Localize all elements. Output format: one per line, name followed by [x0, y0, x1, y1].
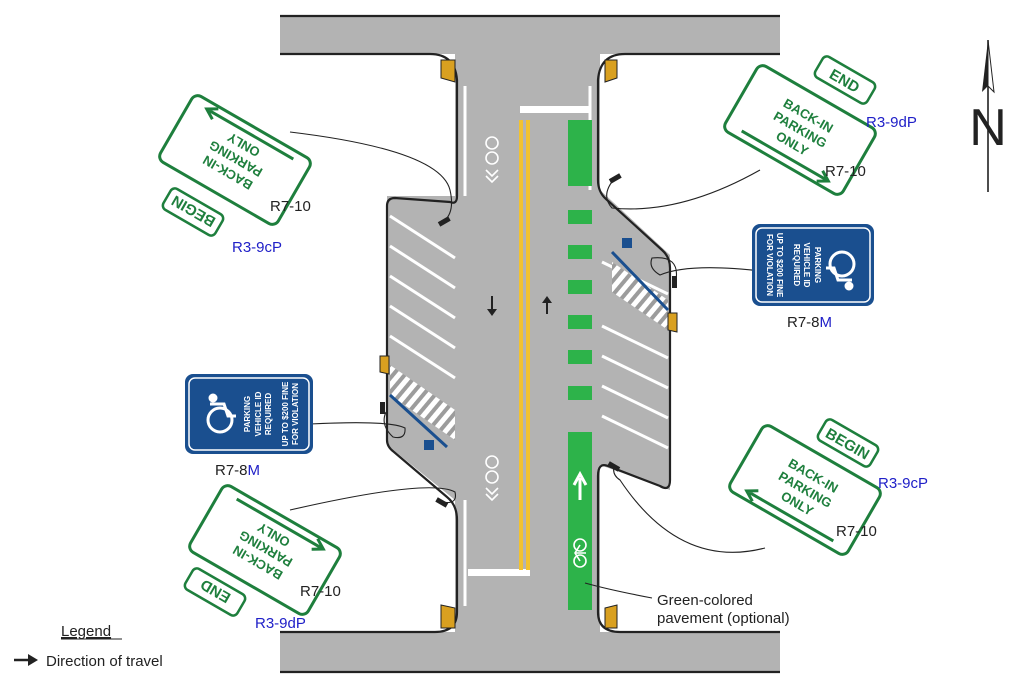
wheelchair-icon	[206, 393, 236, 434]
callout-green-pavement-line-1: Green-colored	[657, 592, 753, 609]
cross-street-north	[280, 16, 780, 54]
accessible-text-fine: UP TO $200 FINE	[281, 381, 290, 446]
curb-lines	[280, 14, 780, 674]
green-bike-lane	[568, 120, 592, 610]
label-r7-8m-left: R7-8M	[215, 462, 260, 479]
label-r7-8m-right: R7-8M	[787, 314, 832, 331]
accessible-text-parking: PARKING	[813, 247, 822, 283]
plaque-r3-9dp-bottom-left: END	[183, 567, 247, 617]
sign-r7-10-bottom-right: BACK-IN PARKING ONLY	[728, 424, 882, 556]
accessible-text-violation: FOR VIOLATION	[291, 383, 300, 445]
label-r7-10-top-right: R7-10	[825, 163, 866, 180]
stop-bar-north	[520, 106, 590, 113]
leader-lines	[289, 131, 771, 599]
sign-r7-8m-right: PARKING VEHICLE ID REQUIRED UP TO $200 F…	[752, 224, 874, 306]
curb-delineators	[379, 59, 678, 629]
label-r7-10-top-left: R7-10	[270, 198, 311, 215]
callout-green-pavement-line-2: pavement (optional)	[657, 610, 790, 627]
accessible-text-vehicle-id: VEHICLE ID	[254, 391, 263, 436]
sharrow-north	[485, 136, 499, 184]
sign-r7-8m-left: PARKING VEHICLE ID REQUIRED UP TO $200 F…	[185, 374, 313, 454]
legend-direction-label: Direction of travel	[46, 653, 163, 670]
accessible-text-vehicle-id: VEHICLE ID	[802, 243, 811, 288]
label-r3-9cp-top-left: R3-9cP	[232, 239, 282, 256]
bike-lane-arrow	[572, 470, 588, 500]
accessible-text-parking: PARKING	[243, 396, 252, 432]
cross-street-south	[280, 632, 780, 672]
accessible-text-required: REQUIRED	[264, 393, 273, 435]
sign-r7-10-top-left: BACK-IN PARKING ONLY	[158, 94, 312, 226]
left-accessible-aisle-hatch	[390, 365, 455, 440]
right-accessible-stall-line	[610, 250, 670, 312]
accessible-text-required: REQUIRED	[792, 244, 801, 286]
sign-r7-10-bottom-left: BACK-IN PARKING ONLY	[188, 484, 342, 616]
wheelchair-icon	[826, 250, 856, 291]
label-r7-10-bottom-left: R7-10	[300, 583, 341, 600]
left-accessible-pavement-symbol	[424, 440, 434, 450]
bike-lane-bicycle-symbol	[573, 538, 587, 568]
label-r3-9dp-bottom-left: R3-9dP	[255, 615, 306, 632]
right-accessible-pavement-symbol	[622, 238, 632, 248]
stop-bar-south	[468, 569, 530, 576]
north-label: N	[969, 99, 1007, 157]
lane-arrow-southbound	[487, 296, 497, 316]
lane-arrow-northbound	[542, 296, 552, 314]
label-r3-9cp-bottom-right: R3-9cP	[878, 475, 928, 492]
label-r7-10-bottom-right: R7-10	[836, 523, 877, 540]
legend-arrow-icon	[14, 654, 38, 666]
sharrow-south	[485, 455, 499, 502]
right-accessible-aisle-hatch	[612, 262, 668, 330]
legend-title: Legend	[61, 623, 111, 640]
legend: Legend Direction of travel	[14, 623, 163, 670]
double-yellow-centerline	[519, 120, 530, 570]
accessible-text-violation: FOR VIOLATION	[765, 234, 774, 296]
left-accessible-stall-line	[388, 393, 449, 449]
label-r3-9dp-top-right: R3-9dP	[866, 114, 917, 131]
north-arrow-icon: N	[969, 39, 1007, 192]
accessible-text-fine: UP TO $200 FINE	[775, 233, 784, 298]
left-parking-stalls	[389, 214, 456, 380]
sign-r7-10-top-right: BACK-IN PARKING ONLY	[723, 64, 877, 196]
